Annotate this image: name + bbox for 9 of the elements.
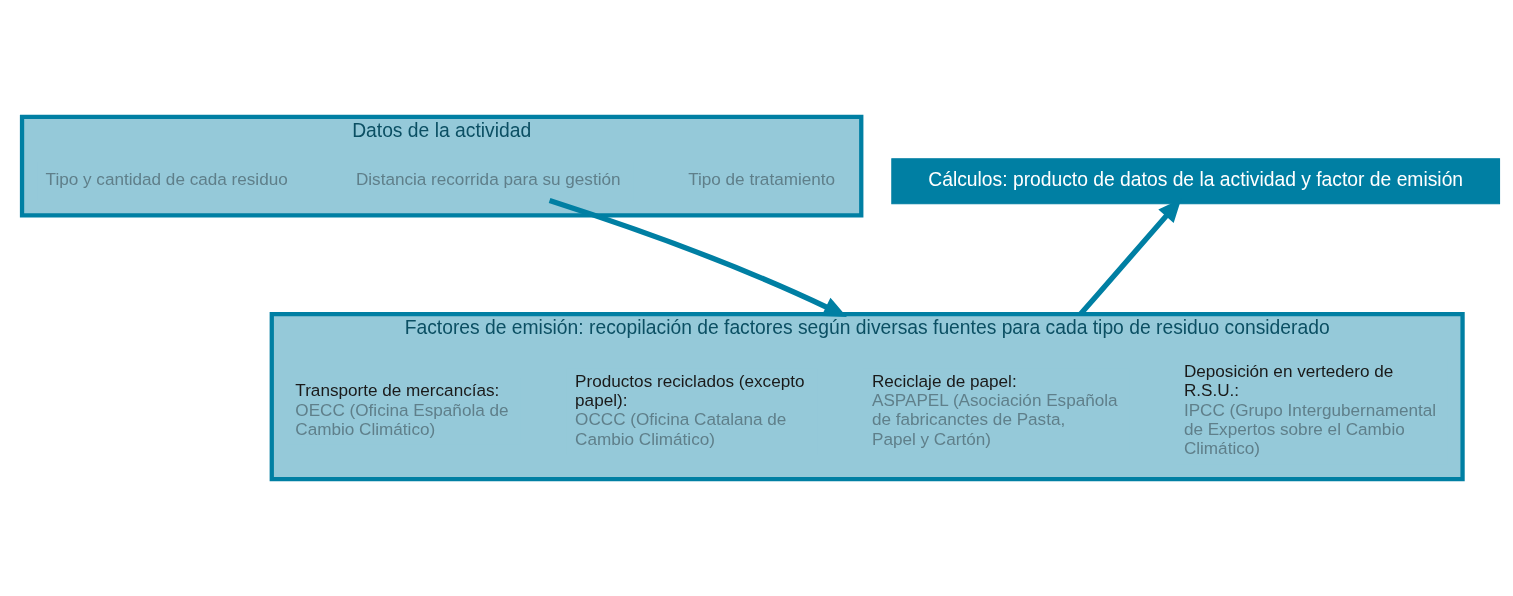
node-text: Transporte de mercancías: OECC (Oficina Española de Cambio Climático): [295, 380, 509, 439]
arrow: [548, 198, 847, 317]
node-text: Distancia recorrida para su gestión: [355, 169, 621, 190]
node-text: Tipo y cantidad de cada residuo: [45, 169, 288, 190]
node-box: Cálculos: producto de datos de la actividad y factor de emisión: [891, 158, 1501, 205]
node-text: Tipo de tratamiento: [688, 169, 836, 190]
node-text: Deposición en vertedero de R.S.U.: IPCC (Grupo Intergubernamental de Expertos sobre el Cambio Climático): [1183, 361, 1437, 459]
node-text: Reciclaje de papel: ASPAPEL (Asociación Española de fabricanctes de Pasta, Papel y Cartón): [871, 370, 1118, 449]
node-text: Productos reciclados (excepto papel): OCCC (Oficina Catalana de Cambio Climático): [575, 370, 805, 449]
